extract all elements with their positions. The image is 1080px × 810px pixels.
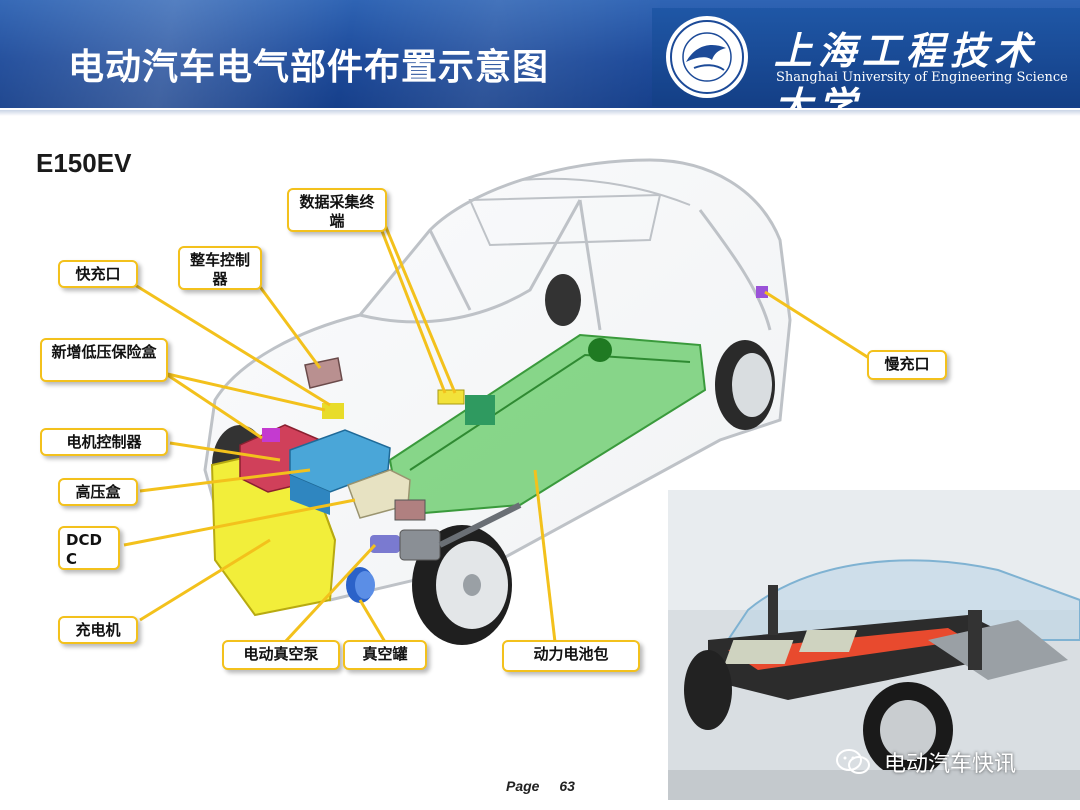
vehicle-model: E150EV (36, 148, 132, 178)
label-vacuum-tank: 真空罐 (343, 640, 427, 670)
data-terminal-shape (437, 389, 465, 405)
university-name-en: Shanghai University of Engineering Scien… (776, 70, 1068, 85)
rear-left-wheel (545, 274, 581, 326)
header-divider (0, 110, 1080, 116)
header-banner: 电动汽车电气部件布置示意图 上海工程技术大学 Shanghai Universi… (0, 0, 1080, 108)
wechat-icon (836, 749, 870, 774)
label-vehicle-controller: 整车控制器 (178, 246, 262, 290)
label-battery-pack: 动力电池包 (502, 640, 640, 672)
label-data-terminal: 数据采集终端 (287, 188, 387, 232)
label-fast-charge: 快充口 (58, 260, 138, 288)
vacuum-pump-shape (370, 535, 400, 553)
slide-title: 电动汽车电气部件布置示意图 (68, 47, 550, 88)
label-charger: 充电机 (58, 616, 138, 644)
chassis-photo-illustration (668, 490, 1080, 800)
chassis-photo (668, 490, 1080, 800)
university-seal-icon (666, 16, 748, 98)
label-motor-controller: 电机控制器 (40, 428, 168, 456)
university-logo-panel: 上海工程技术大学 Shanghai University of Engineer… (652, 8, 1080, 108)
page-label: Page (506, 778, 540, 794)
label-vacuum-pump: 电动真空泵 (222, 640, 340, 670)
watermark-text: 电动汽车快讯 (884, 752, 1017, 777)
low-voltage-fuse-shape (322, 403, 344, 419)
university-name-cn: 上海工程技术大学 (774, 28, 1039, 108)
battery-pack-shape (388, 333, 707, 517)
drivetrain-shape (394, 499, 522, 561)
header-highlight (0, 0, 660, 108)
slow-charge-port-shape (756, 286, 768, 298)
leader-lines (123, 212, 881, 644)
label-high-voltage-box: 高压盒 (58, 478, 138, 506)
rear-right-wheel (715, 340, 775, 430)
label-dcdc: DCDC (58, 526, 120, 570)
page-footer: Page 63 (506, 778, 575, 794)
label-slow-charge: 慢充口 (867, 350, 947, 380)
page-number: 63 (559, 778, 575, 794)
vehicle-controller-shape (304, 357, 343, 389)
label-low-voltage-fuse: 新增低压保险盒 (40, 338, 168, 382)
vacuum-tank-shape (346, 567, 375, 603)
